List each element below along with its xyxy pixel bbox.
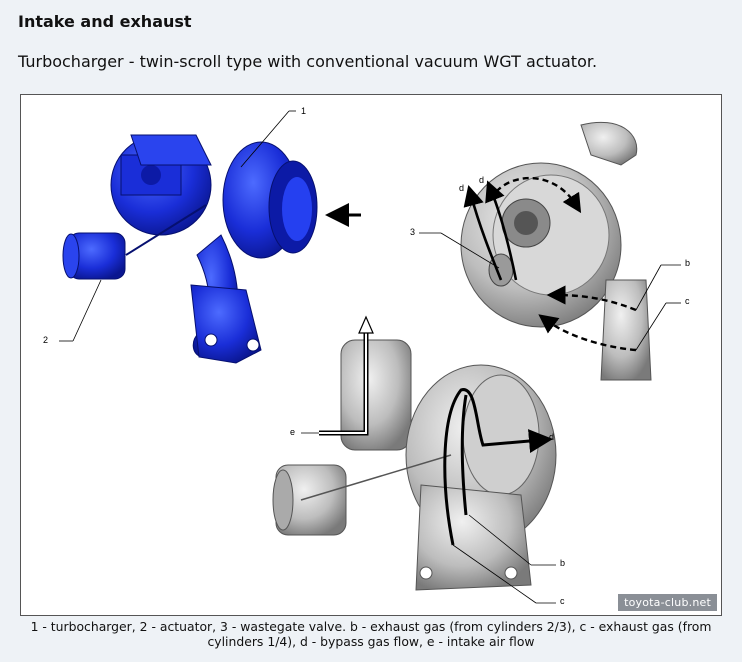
section-title: Intake and exhaust [18,12,192,31]
callout-d-bottom: d [549,432,555,442]
callout-d-right: d [479,175,485,185]
callout-2: 2 [43,335,49,345]
callout-c-bottom: c [560,596,565,606]
callout-e: e [290,427,296,437]
callout-3: 3 [410,227,416,237]
figure-subtitle: Turbocharger - twin-scroll type with con… [18,52,598,71]
callout-b-bottom: b [560,558,566,568]
flow-arrows-bottom [443,388,553,546]
caption-line-1: 1 - turbocharger, 2 - actuator, 3 - wast… [30,619,712,634]
figure-caption: 1 - turbocharger, 2 - actuator, 3 - wast… [20,619,722,649]
grey-turbocharger-bottom [272,339,557,591]
caption-line-2: cylinders 1/4), d - bypass gas flow, e -… [207,634,535,649]
callout-d-left: d [459,183,465,193]
callout-c-top: c [685,296,690,306]
figure-frame: 1 2 3 b c d d e d b c toyota-club.net [20,94,722,616]
callout-1: 1 [301,106,307,116]
watermark: toyota-club.net [618,594,717,611]
blue-turbocharger [62,134,318,364]
bypass-arrows-top [463,180,518,281]
callout-b-top: b [685,258,691,268]
turbocharger-illustration [59,110,681,604]
flow-arrows-top [489,176,637,352]
